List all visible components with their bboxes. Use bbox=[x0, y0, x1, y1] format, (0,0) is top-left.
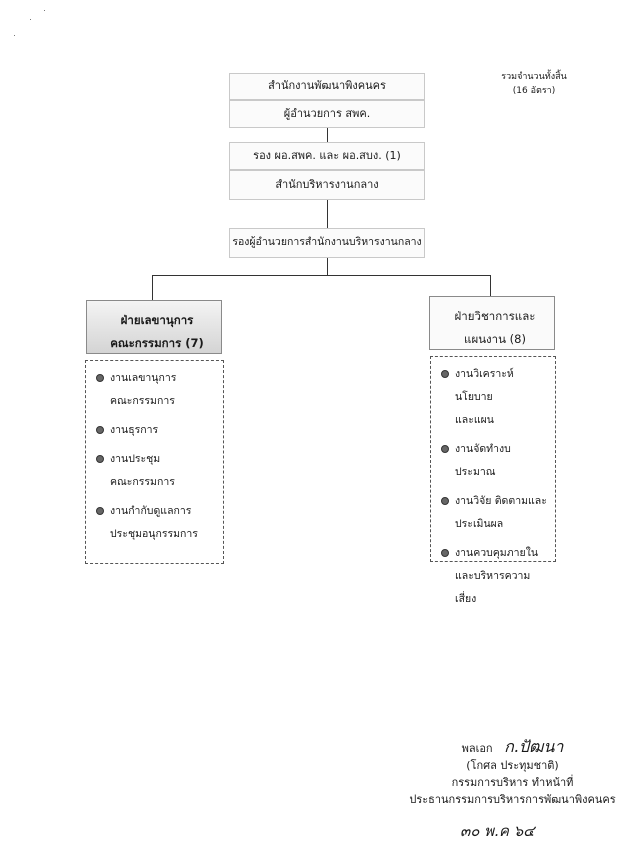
deputy-box: รอง ผอ.สพค. และ ผอ.สบง. (1) bbox=[229, 142, 425, 170]
central-deputy-label: รองผู้อำนวยการสำนักงานบริหารงานกลาง bbox=[232, 236, 422, 249]
task-text: งานวิเคราะห์นโยบาย bbox=[455, 368, 514, 403]
total-count-value: (16 อัตรา) bbox=[512, 86, 556, 97]
division-title-line2: แผนงาน (8) bbox=[464, 332, 526, 346]
task-text: คณะกรรมการ bbox=[110, 395, 175, 407]
task-text: งานควบคุมภายใน bbox=[455, 547, 539, 559]
bullet-icon bbox=[96, 507, 104, 515]
task-text: งานประชุม bbox=[110, 453, 161, 465]
scan-speck bbox=[14, 35, 15, 36]
top-unit-box: สำนักงานพัฒนาพิงคนคร bbox=[229, 73, 425, 100]
connector-left-drop bbox=[152, 275, 153, 300]
task-text: งานวิจัย ติดตามและ bbox=[455, 495, 547, 507]
signer-name: (โกศล ประทุมชาติ) bbox=[466, 759, 559, 772]
handwritten-signature: ก.ปัฒนา bbox=[504, 737, 564, 756]
signer-position-line1: กรรมการบริหาร ทำหน้าที่ bbox=[451, 776, 574, 789]
scan-speck bbox=[44, 10, 45, 11]
bullet-icon bbox=[96, 374, 104, 382]
task-text: ประเมินผล bbox=[455, 518, 504, 530]
signature-line: พลเอก ก.ปัฒนา bbox=[405, 738, 620, 757]
task-text: งานธุรการ bbox=[110, 424, 159, 436]
connector-right-drop bbox=[490, 275, 491, 296]
bullet-icon bbox=[441, 549, 449, 557]
central-office-label: สำนักบริหารงานกลาง bbox=[275, 177, 379, 191]
task-text: งานเลขานุการ bbox=[110, 372, 177, 384]
deputy-label: รอง ผอ.สพค. และ ผอ.สบง. (1) bbox=[253, 148, 401, 162]
signer-position-line2: ประธานกรรมการบริหารการพัฒนาพิงคนคร bbox=[409, 793, 616, 806]
director-label: ผู้อำนวยการ สพค. bbox=[283, 106, 371, 120]
total-count-label: รวมจำนวนทั้งสิ้น bbox=[501, 72, 567, 82]
secretariat-division-box: ฝ่ายเลขานุการ คณะกรรมการ (7) bbox=[86, 300, 222, 354]
bullet-icon bbox=[96, 426, 104, 434]
task-item: งานกำกับดูแลการ ประชุมอนุกรรมการ bbox=[96, 500, 217, 546]
task-item: งานควบคุมภายใน และบริหารความเสี่ยง bbox=[441, 542, 549, 611]
task-text: งานจัดทำงบประมาณ bbox=[455, 443, 511, 478]
signature-date: ๓๐ พ.ค ๖๔ bbox=[460, 822, 535, 840]
bullet-icon bbox=[441, 497, 449, 505]
task-text: และแผน bbox=[455, 414, 494, 426]
task-text: ประชุมอนุกรรมการ bbox=[110, 528, 198, 540]
task-item: งานธุรการ bbox=[96, 419, 217, 442]
top-unit-label: สำนักงานพัฒนาพิงคนคร bbox=[268, 79, 386, 93]
connector-office-deputy bbox=[327, 200, 328, 228]
task-text: คณะกรรมการ bbox=[110, 476, 175, 488]
task-item: งานจัดทำงบประมาณ bbox=[441, 438, 549, 484]
connector-horizontal bbox=[152, 275, 491, 276]
central-deputy-box: รองผู้อำนวยการสำนักงานบริหารงานกลาง bbox=[229, 228, 425, 258]
signer-rank: พลเอก bbox=[461, 742, 493, 755]
total-count-note: รวมจำนวนทั้งสิ้น (16 อัตรา) bbox=[496, 70, 572, 116]
secretariat-task-list: งานเลขานุการ คณะกรรมการ งานธุรการ งานประ… bbox=[85, 360, 224, 564]
task-item: งานวิเคราะห์นโยบาย และแผน bbox=[441, 363, 549, 432]
central-office-box: สำนักบริหารงานกลาง bbox=[229, 170, 425, 200]
bullet-icon bbox=[441, 445, 449, 453]
task-text: และบริหารความเสี่ยง bbox=[455, 570, 531, 605]
academic-planning-task-list: งานวิเคราะห์นโยบาย และแผน งานจัดทำงบประม… bbox=[430, 356, 556, 605]
bullet-icon bbox=[441, 370, 449, 378]
bullet-icon bbox=[96, 455, 104, 463]
task-item: งานประชุม คณะกรรมการ bbox=[96, 448, 217, 494]
division-title-line1: ฝ่ายวิชาการและ bbox=[454, 309, 536, 323]
division-title-line2: คณะกรรมการ (7) bbox=[110, 336, 204, 350]
task-text: งานกำกับดูแลการ bbox=[110, 505, 192, 517]
director-box: ผู้อำนวยการ สพค. bbox=[229, 100, 425, 128]
academic-planning-division-box: ฝ่ายวิชาการและ แผนงาน (8) bbox=[429, 296, 555, 350]
connector-trunk bbox=[327, 258, 328, 275]
task-item: งานเลขานุการ คณะกรรมการ bbox=[96, 367, 217, 413]
signature-block: พลเอก ก.ปัฒนา (โกศล ประทุมชาติ) กรรมการบ… bbox=[405, 738, 620, 808]
connector-director-deputy bbox=[327, 128, 328, 142]
task-item: งานวิจัย ติดตามและ ประเมินผล bbox=[441, 490, 549, 536]
division-title-line1: ฝ่ายเลขานุการ bbox=[120, 313, 194, 327]
scan-speck bbox=[30, 19, 31, 20]
